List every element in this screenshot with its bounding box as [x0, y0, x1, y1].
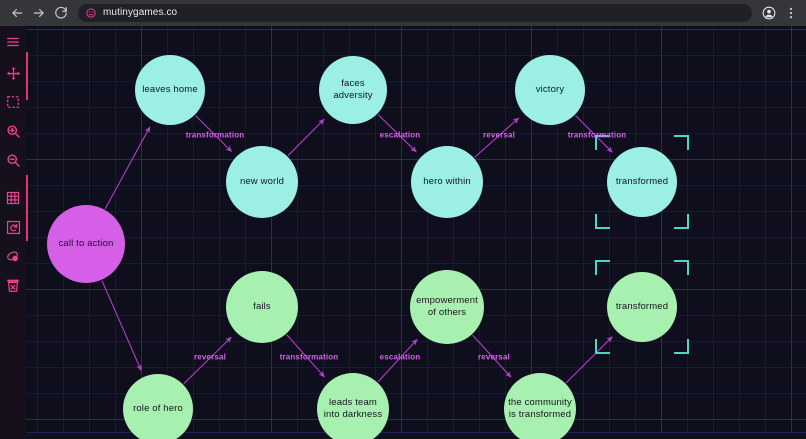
graph-edge[interactable] [104, 126, 151, 210]
graph-node-call-to-action[interactable]: call to action [47, 205, 125, 283]
address-bar[interactable]: mutinygames.co [78, 4, 752, 22]
edge-label[interactable]: transformation [279, 352, 339, 362]
graph-node-leaves-home[interactable]: leaves home [135, 55, 205, 125]
chrome-right-controls [758, 2, 800, 24]
profile-button[interactable] [758, 2, 780, 24]
graph-node-empowerment[interactable]: empowerment of others [410, 270, 484, 344]
graph-node-transformed-bottom[interactable]: transformed [607, 272, 677, 342]
palette-icon [6, 250, 18, 261]
account-icon [762, 6, 776, 20]
graph-node-hero-within[interactable]: hero within [411, 146, 483, 218]
tool-palette-icon[interactable] [0, 244, 26, 268]
graph-node-fails[interactable]: fails [226, 271, 298, 343]
reload-button[interactable] [50, 2, 72, 24]
tool-menu-icon[interactable] [0, 30, 26, 54]
edge-label[interactable]: escalation [379, 130, 421, 140]
tool-snapshot-icon[interactable] [0, 215, 26, 239]
graph-node-community[interactable]: the community is transformed [504, 373, 576, 439]
graph-node-role-of-hero[interactable]: role of hero [123, 374, 193, 439]
address-bar-text: mutinygames.co [103, 7, 178, 18]
kebab-menu-icon [789, 7, 793, 19]
trash-icon [7, 279, 19, 292]
tool-rail [0, 26, 28, 439]
graph-edge[interactable] [474, 117, 520, 158]
graph-edge[interactable] [472, 334, 512, 378]
graph-node-faces-adversity[interactable]: faces adversity [319, 56, 387, 124]
graph-edge[interactable] [183, 336, 232, 385]
graph-edge[interactable] [377, 338, 418, 383]
browser-toolbar: mutinygames.co [0, 0, 806, 26]
back-button[interactable] [6, 2, 28, 24]
graph-edge[interactable] [286, 334, 325, 378]
edge-layer [101, 114, 613, 385]
forward-arrow-icon [33, 8, 44, 18]
graph-node-victory[interactable]: victory [515, 55, 585, 125]
tool-select-icon[interactable] [0, 90, 26, 114]
chrome-menu-button[interactable] [782, 2, 800, 24]
edge-label[interactable]: reversal [483, 130, 515, 140]
arrows-move-icon [6, 66, 20, 80]
edge-label[interactable]: reversal [194, 352, 226, 362]
tool-delete-icon[interactable] [0, 273, 26, 297]
tool-move-icon[interactable] [0, 61, 26, 85]
tool-zoom-in-icon[interactable] [0, 119, 26, 143]
graph-node-leads-team[interactable]: leads team into darkness [317, 373, 389, 439]
graph-edge[interactable] [565, 336, 613, 384]
graph-edge[interactable] [287, 118, 325, 157]
edge-label[interactable]: reversal [478, 352, 510, 362]
rail-divider-top [26, 52, 28, 100]
hamburger-icon [7, 37, 19, 47]
graph-edge[interactable] [377, 114, 417, 153]
tool-zoom-out-icon[interactable] [0, 148, 26, 172]
graph-canvas[interactable]: call to action leaves home new world faces … [0, 26, 806, 439]
forward-button[interactable] [28, 2, 50, 24]
magnifier-plus-icon [6, 124, 20, 138]
site-favicon-icon [86, 8, 96, 18]
grid-icon [6, 191, 20, 205]
edge-label[interactable]: transformation [185, 130, 245, 140]
graph-node-new-world[interactable]: new world [226, 146, 298, 218]
graph-node-transformed-top[interactable]: transformed [607, 147, 677, 217]
graph-edge[interactable] [195, 115, 232, 152]
graph-edge[interactable] [101, 280, 142, 371]
magnifier-minus-icon [6, 153, 20, 167]
edge-label[interactable]: escalation [379, 352, 421, 362]
dashed-square-icon [7, 96, 19, 108]
graph-layer: call to action leaves home new world faces … [0, 26, 806, 439]
canvas-bottom-band [0, 432, 806, 439]
reload-icon [55, 6, 67, 19]
back-arrow-icon [12, 8, 23, 18]
camera-refresh-icon [6, 220, 20, 234]
tool-grid-icon[interactable] [0, 186, 26, 210]
edge-label[interactable]: transformation [567, 130, 627, 140]
rail-divider-bottom [26, 175, 28, 241]
graph-edge[interactable] [575, 115, 613, 153]
